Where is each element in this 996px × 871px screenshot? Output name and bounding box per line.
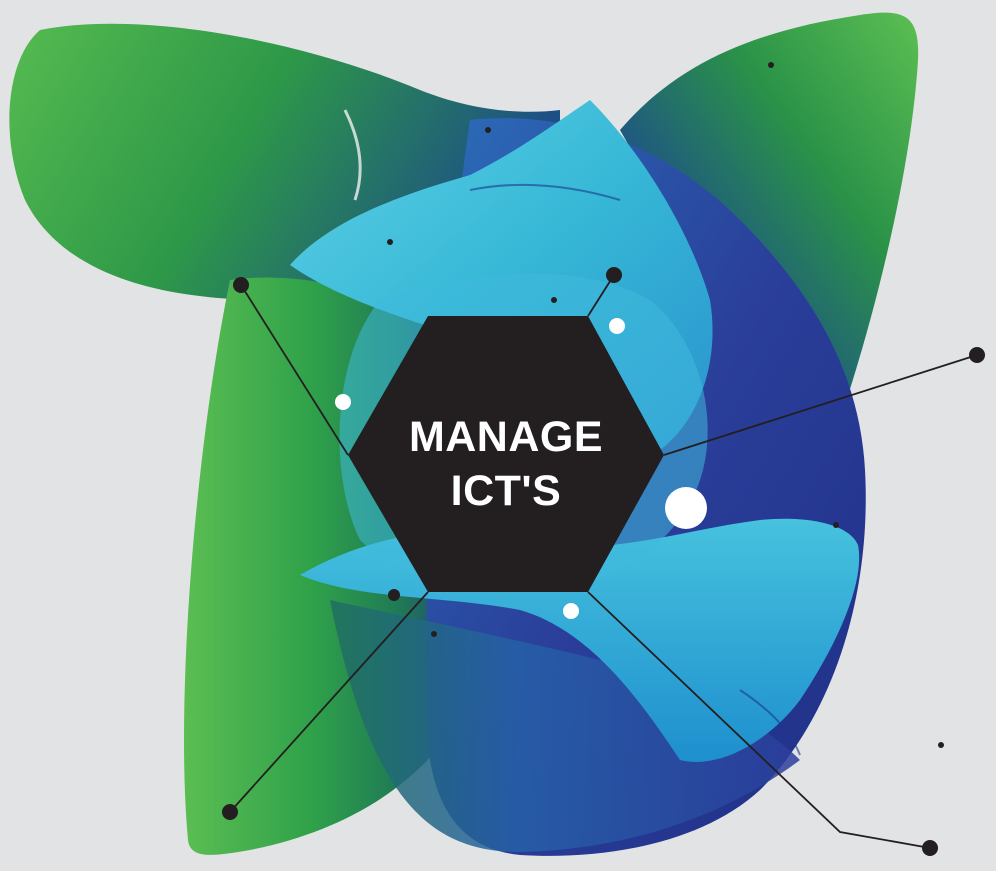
endpoint-dot-bottom-right bbox=[922, 840, 938, 856]
endpoint-dot-bottom-left bbox=[222, 804, 238, 820]
white-dot bbox=[335, 394, 351, 410]
wave-line-3 bbox=[739, 689, 801, 756]
connector-right bbox=[663, 354, 978, 456]
endpoint-dots bbox=[222, 267, 985, 856]
tiny-dot bbox=[431, 631, 437, 637]
hexagon-shape bbox=[348, 316, 664, 592]
connector-top-left bbox=[240, 284, 349, 456]
tiny-dot bbox=[387, 239, 393, 245]
endpoint-dot-top-left bbox=[233, 277, 249, 293]
endpoint-dot-top bbox=[606, 267, 622, 283]
connector-bottom-right bbox=[587, 591, 931, 849]
white-dots bbox=[335, 318, 707, 619]
endpoint-dot-right bbox=[969, 347, 985, 363]
connector-lines bbox=[229, 274, 978, 849]
tiny-dot bbox=[833, 522, 839, 528]
white-dot bbox=[563, 603, 579, 619]
hub-title-line-1: MANAGE bbox=[409, 413, 603, 461]
green-wing-right bbox=[620, 12, 919, 421]
hub-title-line-2: ICT'S bbox=[451, 467, 562, 515]
blue-sweep-bottom bbox=[330, 600, 800, 852]
connector-top bbox=[587, 274, 615, 317]
tiny-dot bbox=[938, 742, 944, 748]
wave-line-1 bbox=[343, 109, 362, 201]
small-dot bbox=[388, 589, 400, 601]
tiny-dot bbox=[485, 127, 491, 133]
white-dot-large bbox=[665, 487, 707, 529]
tiny-dot bbox=[551, 297, 557, 303]
wave-line-2 bbox=[469, 183, 621, 201]
tiny-dots bbox=[387, 62, 944, 748]
connector-bottom-left bbox=[229, 591, 429, 813]
hub-hexagon: MANAGE ICT'S bbox=[348, 316, 664, 592]
tiny-dot bbox=[768, 62, 774, 68]
white-dot bbox=[609, 318, 625, 334]
